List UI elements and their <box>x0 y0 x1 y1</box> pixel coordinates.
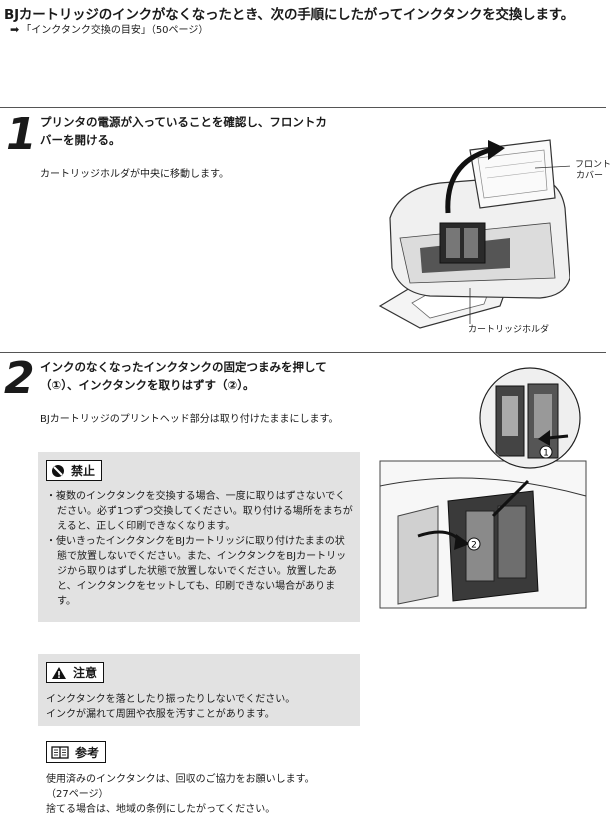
prohibition-item: ・使いきったインクタンクをBJカートリッジに取り付けたままの状態で放置しないでく… <box>46 536 347 607</box>
warning-triangle-icon <box>52 666 66 679</box>
prohibition-box: 禁止 ・複数のインクタンクを交換する場合、一度に取りはずさないでください。必ず1… <box>38 452 360 622</box>
prohibition-item: ・複数のインクタンクを交換する場合、一度に取りはずさないでください。必ず1つずつ… <box>46 491 353 532</box>
ink-tank-removal-illustration: 2 1 <box>379 367 587 609</box>
prohibition-label: 禁止 <box>46 460 103 481</box>
front-cover-callout: フロント カバー <box>575 160 612 181</box>
step2-marker-1: 1 <box>543 449 549 459</box>
step2-marker-2: 2 <box>471 541 477 551</box>
reference-page-link[interactable]: （27ページ） <box>46 789 109 800</box>
caution-text: インクタンクを落としたり振ったりしないでください。 インクが漏れて周囲や衣服を汚… <box>46 694 296 720</box>
step1-note: カートリッジホルダが中央に移動します。 <box>40 169 229 180</box>
page-reference[interactable]: ➡「インクタンク交換の目安」（50ページ） <box>10 21 208 36</box>
reference-text: 使用済みのインクタンクは、回収のご協力をお願いします。 （27ページ） 捨てる場… <box>46 774 315 815</box>
prohibition-items: ・複数のインクタンクを交換する場合、一度に取りはずさないでください。必ず1つずつ… <box>46 489 354 609</box>
step2-number: 2 <box>4 353 35 404</box>
caution-box: 注意 インクタンクを落としたり振ったりしないでください。 インクが漏れて周囲や衣… <box>38 654 360 726</box>
step2-title: インクのなくなったインクタンクの固定つまみを押して （①）、インクタンクを取りは… <box>40 360 327 392</box>
prohibited-icon <box>52 464 64 477</box>
step2-note: BJカートリッジのプリントヘッド部分は取り付けたままにします。 <box>40 414 339 425</box>
step1-number: 1 <box>6 109 37 160</box>
arrow-right-icon: ➡ <box>10 23 20 36</box>
reference-label: 参考 <box>46 741 107 763</box>
step2-divider <box>0 352 606 353</box>
step1-divider <box>0 107 606 108</box>
book-icon <box>51 745 69 759</box>
reference-link[interactable]: 「インクタンク交換の目安」（50ページ） <box>21 25 209 36</box>
cartridge-holder-callout: カートリッジホルダ <box>468 325 550 335</box>
printer-front-cover-illustration <box>378 139 570 329</box>
step1-title: プリンタの電源が入っていることを確認し、フロントカ バーを開ける。 <box>40 115 327 147</box>
page-heading: BJカートリッジのインクがなくなったとき、次の手順にしたがってインクタンクを交換… <box>4 7 575 23</box>
caution-label: 注意 <box>46 662 105 683</box>
